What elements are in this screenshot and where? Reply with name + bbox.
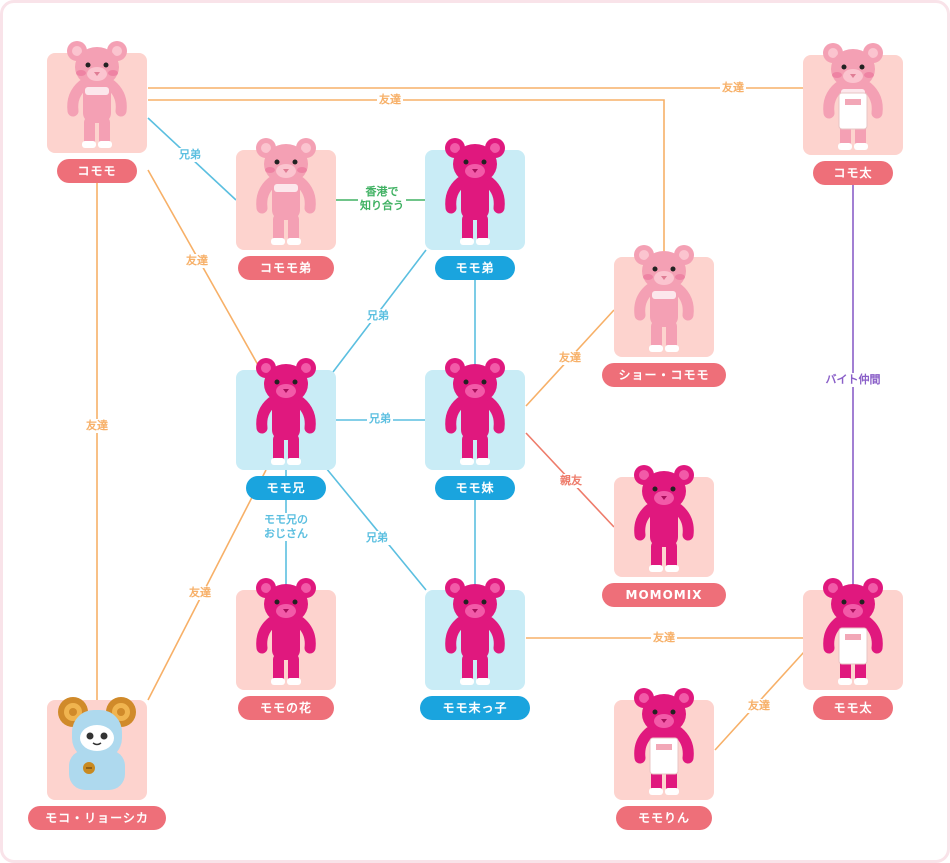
relation-label: モモ兄のおじさん xyxy=(262,513,310,541)
character-card-komomo_otouto[interactable] xyxy=(236,138,336,250)
relation-label: 香港で知り合う xyxy=(358,185,406,213)
relation-label: 友達 xyxy=(187,586,213,600)
character-card-momo_imouto[interactable] xyxy=(425,358,525,470)
character-name-momo_otouto[interactable]: モモ弟 xyxy=(435,256,515,280)
character-name-komomo[interactable]: コモモ xyxy=(57,159,137,183)
relation-label: 兄弟 xyxy=(364,531,390,545)
character-card-momomix[interactable] xyxy=(614,465,714,577)
relation-label: 兄弟 xyxy=(177,148,203,162)
magenta-bear-icon xyxy=(445,358,505,465)
relation-label: 友達 xyxy=(184,254,210,268)
character-card-komomo[interactable] xyxy=(47,41,147,153)
character-name-momo_suekko[interactable]: モモ末っ子 xyxy=(420,696,530,720)
character-card-komota[interactable] xyxy=(803,43,903,155)
relation-label: 友達 xyxy=(720,81,746,95)
blue-sheep-icon xyxy=(58,697,136,790)
relation-line-komomo-sho_komomo xyxy=(148,99,665,258)
relation-label: 友達 xyxy=(651,631,677,645)
magenta-bear-icon xyxy=(256,358,316,465)
character-name-sho_komomo[interactable]: ショー・コモモ xyxy=(602,363,726,387)
character-card-momota[interactable] xyxy=(803,578,903,690)
character-name-momo_no_hana[interactable]: モモの花 xyxy=(238,696,334,720)
relation-label: 兄弟 xyxy=(367,412,393,426)
relation-label: 親友 xyxy=(558,474,584,488)
relation-label: 友達 xyxy=(557,351,583,365)
relation-label: 兄弟 xyxy=(365,309,391,323)
character-card-momo_otouto[interactable] xyxy=(425,138,525,250)
relation-line-komomo-momo_ani xyxy=(147,169,263,373)
magenta-bear-icon xyxy=(445,138,505,245)
character-name-momorin[interactable]: モモりん xyxy=(616,806,712,830)
character-card-moko[interactable] xyxy=(47,697,147,800)
character-name-momo_ani[interactable]: モモ兄 xyxy=(246,476,326,500)
relation-label: 友達 xyxy=(84,419,110,433)
character-name-momota[interactable]: モモ太 xyxy=(813,696,893,720)
relation-label: 友達 xyxy=(746,699,772,713)
character-card-momo_ani[interactable] xyxy=(236,358,336,470)
magenta-bear-apron-icon xyxy=(823,578,883,685)
magenta-bear-icon xyxy=(634,465,694,572)
magenta-bear-icon xyxy=(445,578,505,685)
character-card-momorin[interactable] xyxy=(614,688,714,800)
character-name-moko[interactable]: モコ・リョーシカ xyxy=(28,806,166,830)
relation-label: バイト仲間 xyxy=(823,373,883,387)
pink-plush-icon xyxy=(634,245,694,352)
pink-plush-apron-icon xyxy=(823,43,883,150)
character-name-momomix[interactable]: MOMOMIX xyxy=(602,583,726,607)
character-card-sho_komomo[interactable] xyxy=(614,245,714,357)
character-name-momo_imouto[interactable]: モモ妹 xyxy=(435,476,515,500)
pink-plush-icon xyxy=(67,41,127,148)
magenta-bear-apron-icon xyxy=(634,688,694,795)
character-name-komomo_otouto[interactable]: コモモ弟 xyxy=(238,256,334,280)
character-card-momo_suekko[interactable] xyxy=(425,578,525,690)
pink-plush-icon xyxy=(256,138,316,245)
relation-line-momo_ani-momo_suekko xyxy=(325,467,427,591)
character-card-momo_no_hana[interactable] xyxy=(236,578,336,690)
magenta-bear-icon xyxy=(256,578,316,685)
relation-label: 友達 xyxy=(377,93,403,107)
character-name-komota[interactable]: コモ太 xyxy=(813,161,893,185)
relation-line-momo_ani-moko xyxy=(147,469,267,701)
